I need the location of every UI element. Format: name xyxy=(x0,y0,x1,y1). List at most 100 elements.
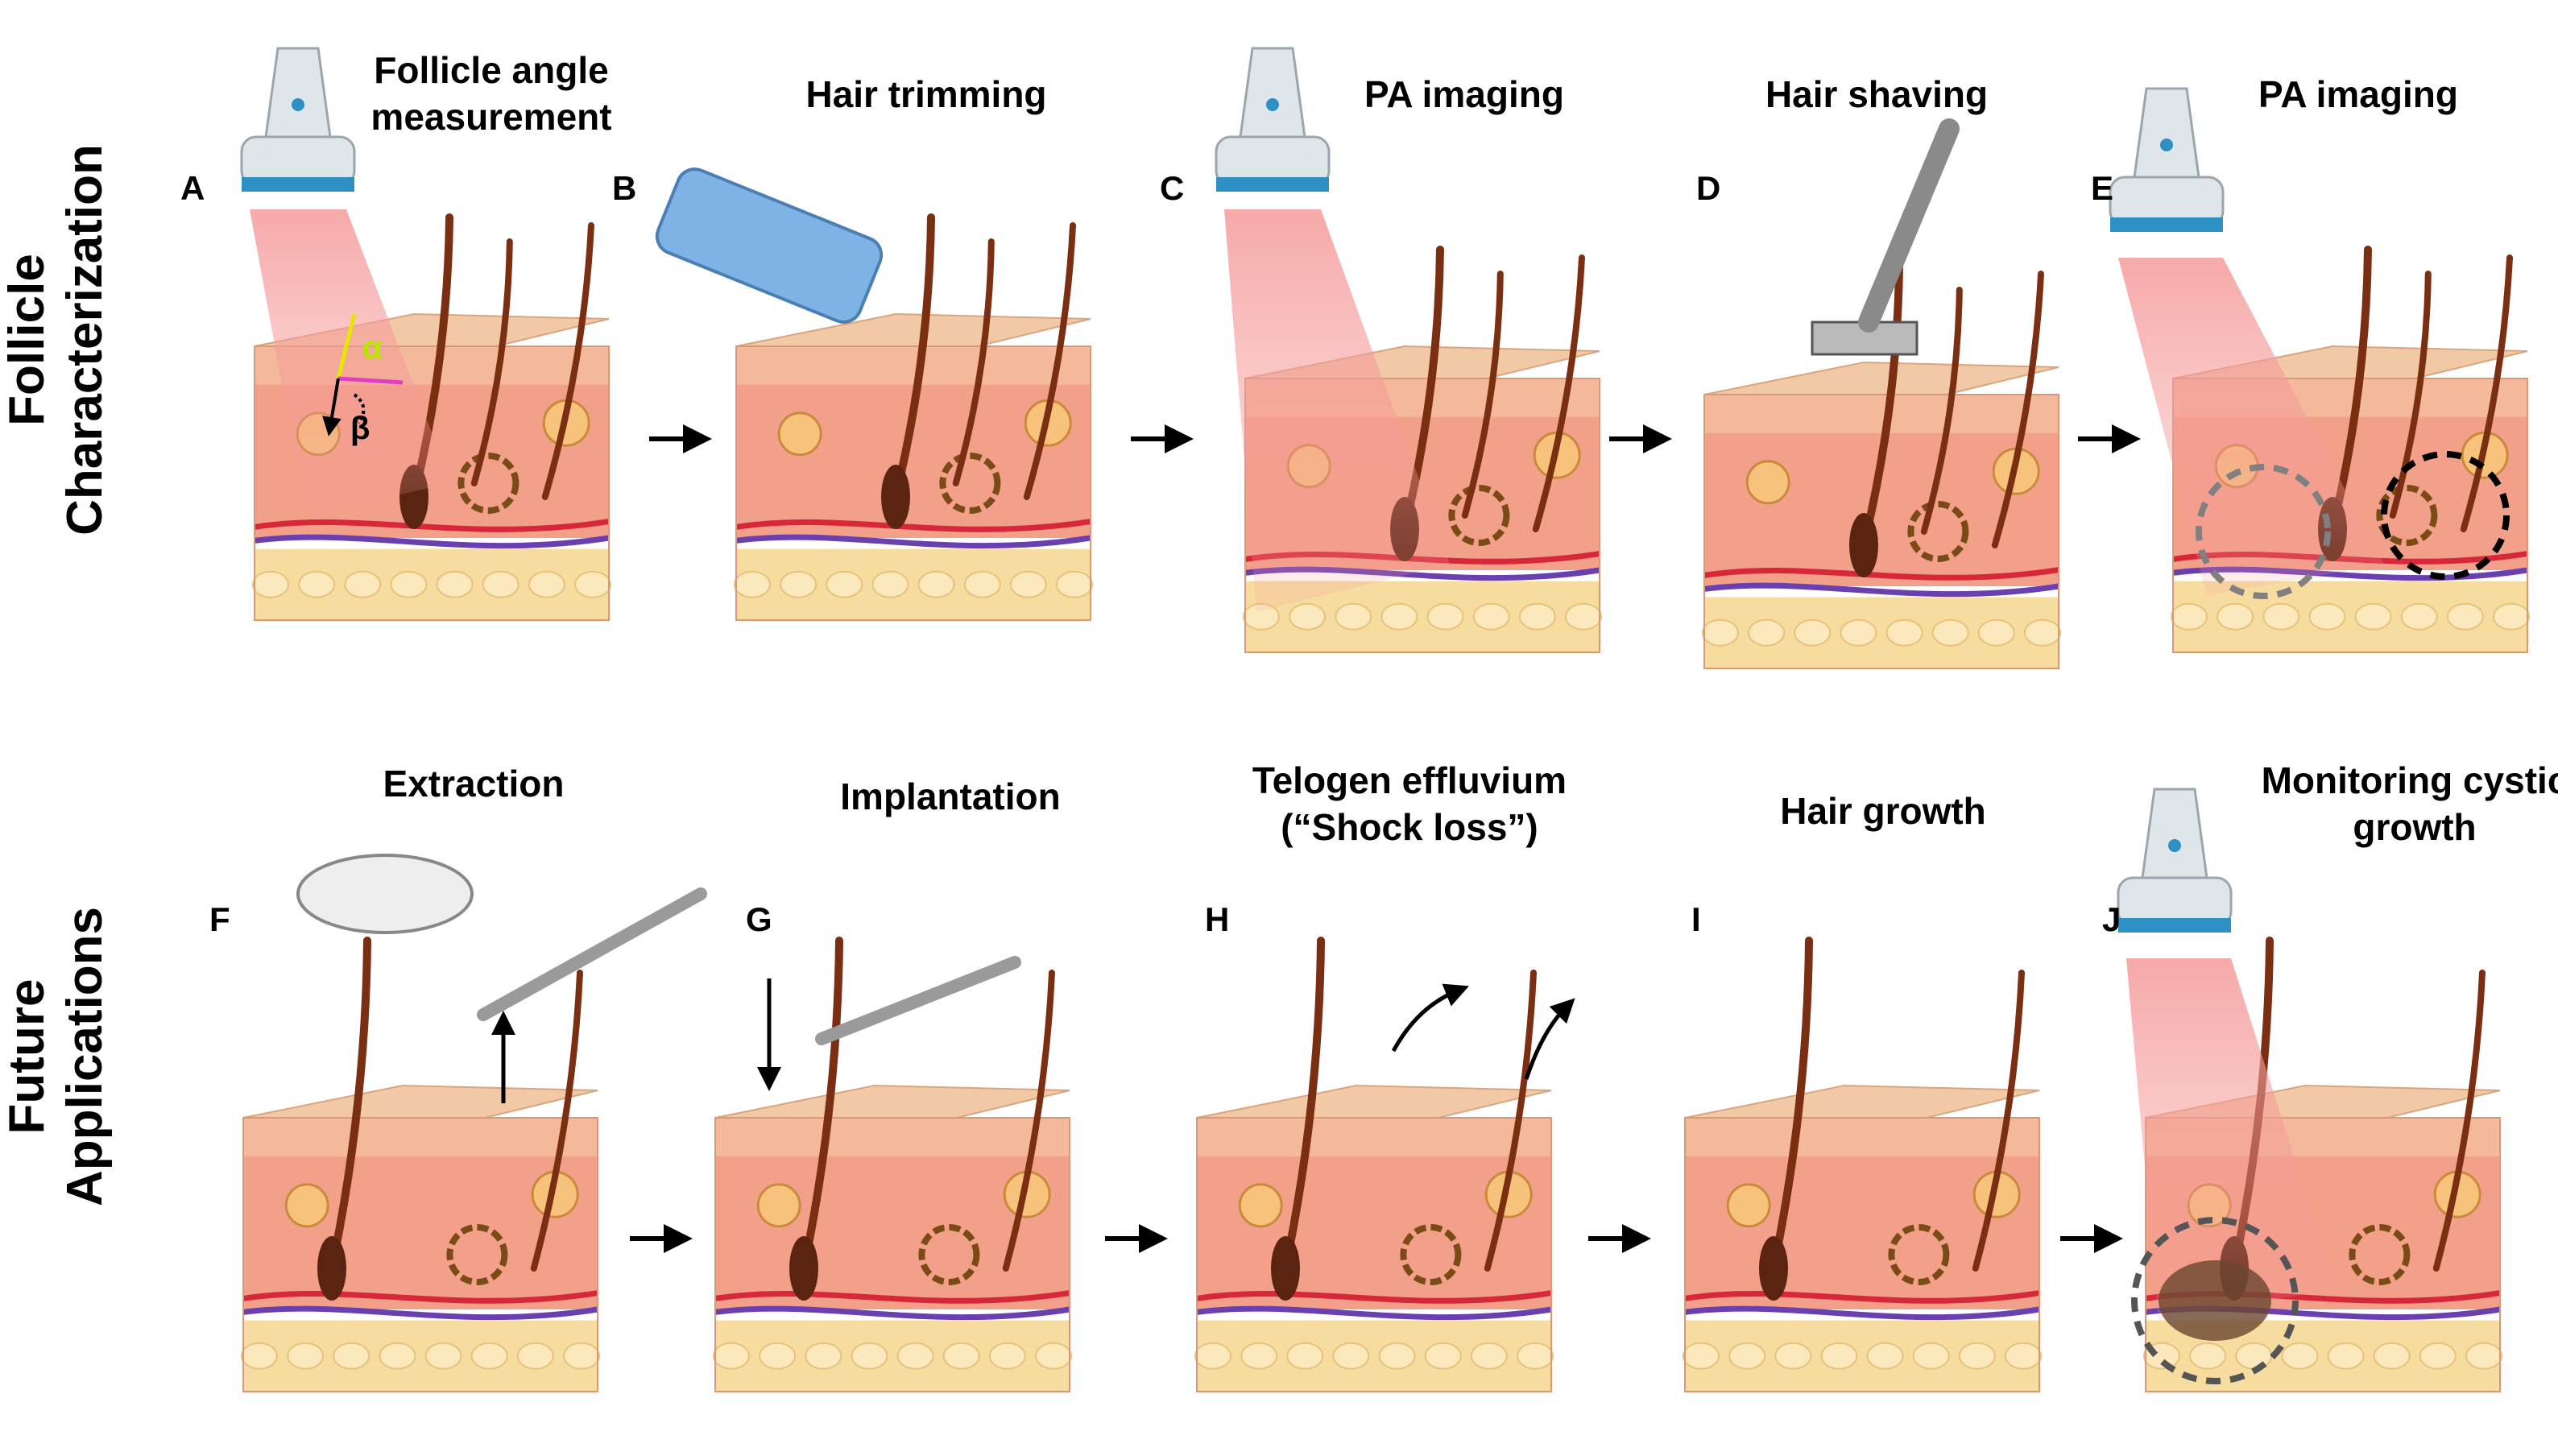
fat-cell xyxy=(2024,618,2061,647)
panel-i-title-line1: Hair growth xyxy=(1780,790,1986,832)
artery xyxy=(1684,1290,2040,1304)
row-label-top-line1: Follicle xyxy=(0,254,55,426)
row-label-bottom-line1: Future xyxy=(0,978,55,1135)
artery xyxy=(1196,1290,1552,1304)
fat-cell xyxy=(1240,1342,1278,1370)
skin-block-bottom-1 xyxy=(713,1084,1072,1392)
artery xyxy=(714,1290,1070,1304)
beta-label: β xyxy=(350,411,370,446)
hair-shaft xyxy=(470,238,513,486)
hair-shaft xyxy=(2460,254,2513,532)
probe-handle xyxy=(2133,87,2200,179)
sebaceous-gland xyxy=(777,412,822,457)
fat-cell xyxy=(298,570,336,598)
probe-handle xyxy=(2141,788,2208,879)
beam-panel-a xyxy=(250,209,451,515)
hair-shaft xyxy=(541,222,594,500)
sebaceous-gland xyxy=(1238,1183,1283,1228)
fat-cell xyxy=(2354,602,2392,631)
sweat-gland xyxy=(446,1224,508,1285)
panel-b-title-line1: Hair trimming xyxy=(805,73,1047,115)
razor-handle xyxy=(1858,118,1960,333)
fat-cell xyxy=(2493,602,2530,631)
alpha-axis xyxy=(336,313,357,379)
fat-cell xyxy=(333,1342,370,1370)
panel-h-title: Telogen effluvium (“Shock loss”) xyxy=(1252,757,1567,850)
hair-shaft xyxy=(1281,937,1325,1272)
probe-panel-j xyxy=(2117,788,2233,933)
artery xyxy=(242,1290,598,1304)
hair-shaft xyxy=(952,238,995,486)
panel-a-title-line2: measurement xyxy=(370,96,612,138)
probe-handle xyxy=(1239,47,1306,139)
fat-cell xyxy=(1424,1342,1462,1370)
row-label-top-line2: Characterization xyxy=(57,144,113,536)
row-label-bottom-line2: Applications xyxy=(57,906,113,1207)
block-outline xyxy=(1684,1117,2040,1392)
skin-block-top-3 xyxy=(1702,361,2061,669)
beta-axis xyxy=(322,378,341,436)
hair-trimmer xyxy=(655,168,884,324)
fat-cell xyxy=(871,570,909,598)
fat-cell xyxy=(1035,1342,1072,1370)
fat-cell xyxy=(2465,1342,2502,1370)
vein xyxy=(242,1305,598,1321)
sweat-gland xyxy=(1400,1224,1462,1285)
shedding-arrow xyxy=(1391,983,1469,1053)
panel-a-title-line1: Follicle angle xyxy=(374,49,609,91)
fat-cell xyxy=(1885,618,1923,647)
fat-cell xyxy=(241,1342,278,1370)
fat-cell xyxy=(1912,1342,1950,1370)
hair-shaft xyxy=(530,970,583,1272)
probe-handle xyxy=(264,47,332,139)
hair-shaft xyxy=(1023,222,1076,500)
probe-band xyxy=(242,177,354,192)
fat-cell xyxy=(1565,602,1602,631)
hair-shaft xyxy=(1991,271,2044,548)
fat-cell xyxy=(896,1342,934,1370)
block-outline xyxy=(1244,378,1600,653)
panel-g-title: Implantation xyxy=(840,773,1060,820)
panel-a-letter: A xyxy=(180,169,205,207)
epidermis xyxy=(715,1118,1070,1156)
probe-band xyxy=(2118,918,2231,933)
fat-cell xyxy=(1977,618,2015,647)
epidermis xyxy=(243,1118,598,1156)
fat-cell xyxy=(942,1342,980,1370)
fat-cell xyxy=(390,570,428,598)
fat-cell xyxy=(826,570,863,598)
fat-cell xyxy=(2400,602,2438,631)
epidermis xyxy=(1197,1118,1551,1156)
fat-cell xyxy=(1748,618,1786,647)
panel-i-title: Hair growth xyxy=(1780,788,1986,834)
vein xyxy=(1703,582,2059,598)
fat-cell xyxy=(470,1342,508,1370)
row-label-bottom: Future Applications xyxy=(0,831,114,1282)
skin-block-top-4 xyxy=(2171,345,2530,653)
dashed-circle-gray xyxy=(2196,464,2331,599)
panel-b-title: Hair trimming xyxy=(805,71,1046,118)
vein xyxy=(1196,1305,1552,1321)
panel-c-title: PA imaging xyxy=(1364,71,1564,118)
fat-cell xyxy=(252,570,289,598)
panel-f-title: Extraction xyxy=(383,760,565,807)
beam-panel-e xyxy=(2118,258,2384,596)
fat-cell xyxy=(1194,1342,1231,1370)
fat-cell xyxy=(2262,602,2300,631)
probe-panel-c xyxy=(1215,47,1331,192)
block-outline xyxy=(735,345,1091,621)
probe-indicator xyxy=(2168,839,2181,852)
panel-j-title: Monitoring cystic growth xyxy=(2262,757,2558,850)
sebaceous-gland xyxy=(284,1183,329,1228)
sweat-gland xyxy=(2349,1224,2411,1285)
probe-panel-e xyxy=(2109,87,2225,232)
petri-dish xyxy=(296,854,474,934)
probe-panel-a xyxy=(240,47,356,192)
fat-cell xyxy=(1378,1342,1416,1370)
hair-bulb xyxy=(1849,513,1878,577)
hair-shaft xyxy=(1461,271,1504,519)
fat-cell xyxy=(2235,1342,2273,1370)
fat-cell xyxy=(379,1342,416,1370)
block-outline xyxy=(254,345,610,621)
